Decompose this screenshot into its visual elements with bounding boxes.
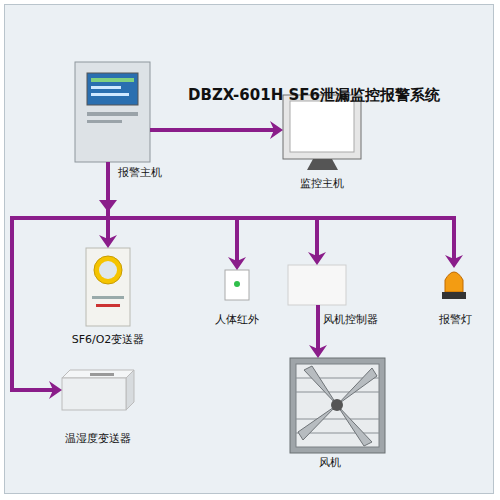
device-label: 监控主机 [300,177,344,190]
connector-line [108,162,317,256]
device-label: 风机 [319,456,341,469]
fan-grille [296,364,379,447]
connector-line [150,128,274,132]
sensor-symbol [225,270,249,300]
fan-hub [331,399,343,411]
device-label: 风机控制器 [323,313,378,326]
device-node: SF6/O2变送器 [86,248,130,326]
panel-line [87,112,138,116]
device-label: 报警主机 [118,166,162,179]
arrowhead [270,121,283,139]
panel-line [87,120,122,123]
device-label: 人体红外 [215,313,259,326]
device-node: 报警灯 [442,268,466,300]
signal-arrow [12,162,108,399]
fan-frame [290,358,385,453]
connector-line [316,305,320,349]
connector-line [12,162,108,390]
fan-blades [298,366,377,446]
lamp-base [442,292,466,299]
arrowhead [309,345,327,358]
panel-line [90,373,114,376]
box-top [62,370,134,378]
device-node: 监控主机 [283,95,361,167]
device-label: 报警灯 [439,313,472,326]
arrowhead [49,381,62,399]
screen-line [91,93,129,96]
screen-line [91,86,121,89]
panel-line [96,304,120,307]
screen-line [91,78,134,82]
display-face [99,261,117,279]
transmitter-symbol [86,248,130,326]
screen-symbol [87,73,138,105]
arrowhead [308,252,326,265]
arrowhead [445,255,463,268]
arrowhead [99,235,117,248]
monitor-symbol [283,95,361,159]
monitor-screen [290,101,354,152]
display-ring [94,256,122,284]
panel-line [92,296,124,299]
monitor-stand [307,159,338,170]
controller-symbol [288,265,346,305]
device-node: 风机 [290,358,385,453]
device-label: SF6/O2变送器 [72,333,145,346]
device-node: 报警主机 [75,62,150,162]
device-node: 人体红外 [225,270,249,300]
box-side [126,370,134,410]
device-node: 风机控制器 [288,265,346,305]
device-node: 温湿度变送器 [62,370,134,410]
cabinet-symbol [75,62,150,162]
signal-arrow [108,162,463,268]
lamp-symbol [445,272,463,292]
signal-arrow [309,305,327,358]
sensor-led [234,281,240,287]
signal-arrow [150,121,283,139]
box-front [62,378,126,410]
signal-arrow [108,162,326,265]
device-label: 温湿度变送器 [65,432,131,445]
connector-line [108,162,237,261]
diagram-title: DBZX-601H SF6泄漏监控报警系统 [188,86,440,105]
connector-line [108,162,454,259]
arrowhead [228,257,246,270]
